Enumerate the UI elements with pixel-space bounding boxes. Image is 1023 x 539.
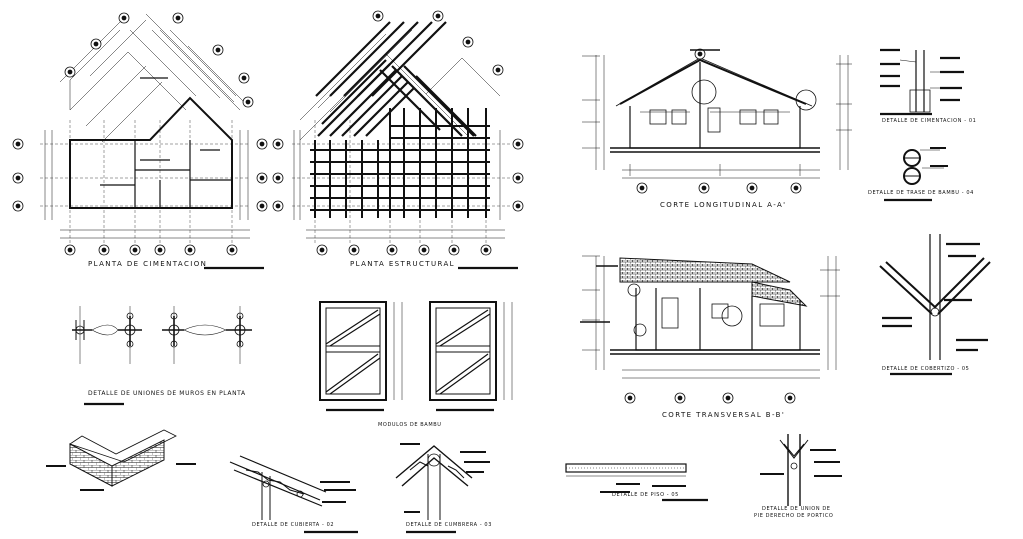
label-modulos-bambu: MODULOS DE BAMBU [378, 422, 442, 428]
detalle-traslape-drawing [903, 147, 948, 185]
label-corte-transversal: CORTE TRANSVERSAL B-B' [662, 411, 786, 419]
label-detalle-cobertizo: DETALLE DE COBERTIZO - 05 [882, 366, 970, 372]
detalle-union-drawing [760, 434, 842, 506]
label-detalle-cumbrera: DETALLE DE CUMBRERA - 03 [406, 522, 492, 528]
detalle-cimentacion-drawing [880, 48, 964, 113]
label-corte-longitudinal: CORTE LONGITUDINAL A-A' [660, 201, 787, 209]
planta-cimentacion-drawing [12, 12, 268, 256]
label-detalle-union-line2: PIE DERECHO DE PORTICO [754, 513, 834, 519]
detalle-muro-drawing [46, 429, 196, 491]
corte-longitudinal-drawing [582, 48, 852, 194]
label-detalle-union-line1: DETALLE DE UNION DE [762, 506, 831, 512]
label-detalle-uniones-muros: DETALLE DE UNIONES DE MUROS EN PLANTA [88, 390, 246, 397]
label-planta-cimentacion: PLANTA DE CIMENTACION [88, 260, 208, 268]
label-detalle-cimentacion: DETALLE DE CIMENTACION - 01 [882, 118, 977, 124]
detalle-cumbrera-drawing [395, 443, 490, 520]
modulos-bambu-drawing [319, 301, 513, 412]
label-detalle-cubierta: DETALLE DE CUBIERTA - 02 [252, 522, 335, 528]
label-detalle-traslape: DETALLE DE TRASE DE BAMBU - 04 [868, 190, 974, 196]
label-planta-estructural: PLANTA ESTRUCTURAL [350, 260, 455, 268]
planta-estructural-drawing [272, 10, 524, 256]
label-detalle-piso: DETALLE DE PISO - 05 [612, 492, 679, 498]
detalle-piso-drawing [565, 463, 687, 493]
detalle-cubierta-drawing [229, 455, 356, 520]
detalle-uniones-muros-drawing [72, 306, 252, 364]
corte-transversal-drawing [580, 255, 840, 404]
detalle-cobertizo-drawing [879, 234, 991, 360]
